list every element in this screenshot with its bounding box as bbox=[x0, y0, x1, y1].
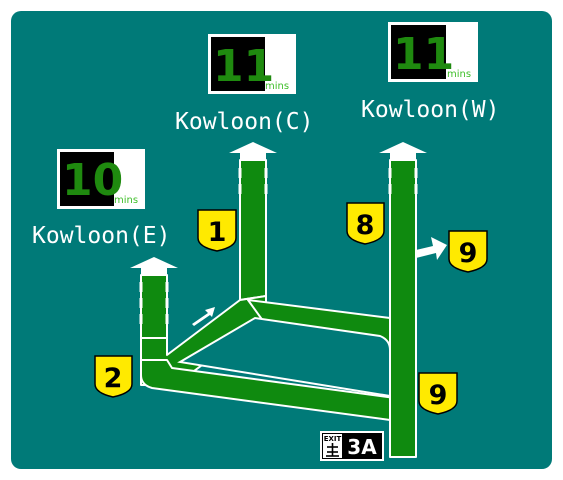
route-number-central: 1 bbox=[208, 217, 227, 248]
central-arrowhead-icon bbox=[229, 142, 277, 153]
route-badge-west: 8 bbox=[346, 202, 385, 245]
road-central-branch bbox=[239, 159, 267, 301]
travel-time-display-west: 11 mins bbox=[388, 22, 478, 82]
exit-label: EXIT bbox=[324, 435, 342, 443]
east-lane-dashes bbox=[139, 282, 169, 324]
travel-time-unit-central: mins bbox=[265, 81, 289, 92]
road-west-trunk bbox=[389, 159, 417, 458]
route-number-east: 2 bbox=[104, 363, 123, 394]
exit-plate: EXIT 3A bbox=[320, 431, 384, 461]
destination-label-central: Kowloon(C) bbox=[175, 109, 313, 135]
road-east-branch bbox=[140, 274, 168, 339]
central-lane-dashes bbox=[238, 168, 268, 194]
travel-time-display-central: 11 mins bbox=[208, 34, 296, 94]
travel-time-display-east: 10 mins bbox=[57, 149, 145, 209]
route-badge-east: 2 bbox=[94, 355, 133, 398]
route-number-right-exit: 9 bbox=[459, 238, 478, 269]
destination-label-east: Kowloon(E) bbox=[32, 223, 170, 249]
route-number-main: 9 bbox=[429, 380, 448, 411]
route-badge-right-exit: 9 bbox=[448, 230, 488, 273]
travel-time-value-east: 10 bbox=[62, 155, 123, 206]
route-number-west: 8 bbox=[356, 210, 375, 241]
east-arrowhead-icon bbox=[130, 257, 178, 268]
west-arrowhead-icon bbox=[379, 142, 427, 153]
road-island bbox=[177, 316, 391, 398]
destination-label-west: Kowloon(W) bbox=[361, 97, 499, 123]
travel-time-value-west: 11 bbox=[393, 29, 454, 80]
central-arrow-stem bbox=[240, 153, 266, 160]
exit-number: 3A bbox=[347, 435, 377, 459]
route-badge-central: 1 bbox=[197, 209, 237, 252]
right-exit-arrow-icon bbox=[416, 237, 447, 260]
diagonal-direction-arrow-icon bbox=[192, 307, 215, 326]
west-lane-dashes bbox=[388, 168, 418, 194]
west-arrow-stem bbox=[390, 153, 416, 160]
travel-time-unit-east: mins bbox=[114, 195, 138, 206]
travel-time-unit-west: mins bbox=[447, 69, 471, 80]
travel-time-value-central: 11 bbox=[213, 41, 274, 92]
exit-symbol-icon bbox=[326, 443, 339, 457]
east-arrow-stem bbox=[141, 268, 167, 275]
route-badge-main: 9 bbox=[418, 372, 458, 415]
